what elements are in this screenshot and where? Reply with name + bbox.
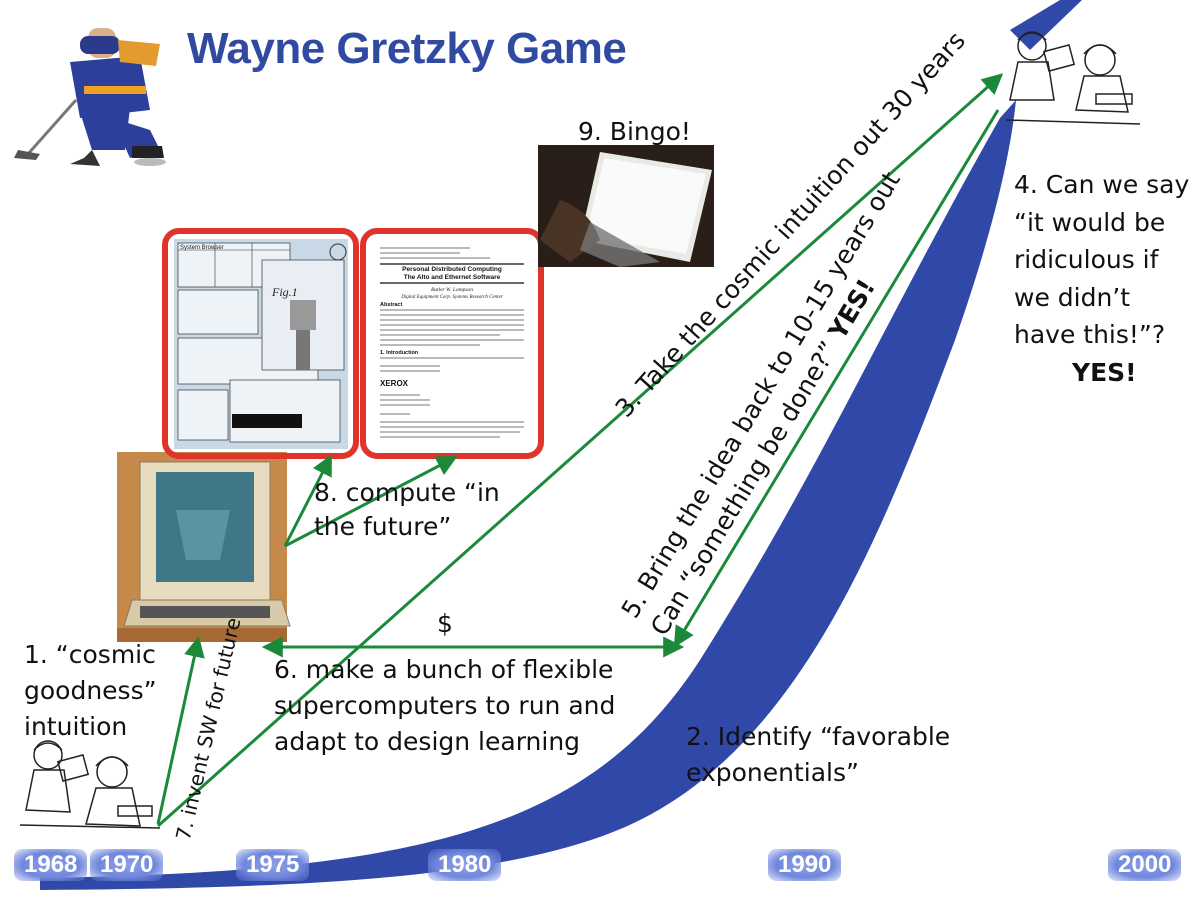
paper-intro-heading: 1. Introduction [380,350,419,356]
smalltalk-browser-label: System Browser [180,245,224,251]
step6-money: $ [437,609,453,638]
kids-sketch-top [1005,31,1141,125]
paper-title-1: Personal Distributed Computing [402,266,502,273]
arrow-step5 [673,109,1000,648]
smalltalk-screenshot: System Browser Fig.1 [162,228,359,459]
year-1970: 1970 [90,849,164,881]
year-1990: 1990 [768,849,842,881]
paper-screenshot: Personal Distributed Computing The Alto … [360,228,544,459]
alto-computer-photo [117,452,291,642]
step1-label: 1. “cosmic goodness” intuition [24,640,157,741]
exponential-curve [40,100,1016,890]
arrow-step8-left [283,454,332,547]
arrow-step3 [157,73,1004,828]
paper-author: Butler W. Lampson [431,287,473,293]
step8-label: 8. compute “in the future” [314,478,500,541]
step6-label: 6. make a bunch of flexible supercompute… [274,655,616,756]
year-2000: 2000 [1108,849,1182,881]
year-1980: 1980 [428,849,502,881]
paper-affiliation: Digital Equipment Corp. Systems Research… [400,295,503,300]
step4-answer: YES! [1072,357,1137,387]
hockey-player-image [14,28,166,166]
smalltalk-fig-label: Fig.1 [271,285,298,299]
year-1975: 1975 [236,849,310,881]
arrow-step7 [156,635,205,825]
tablet-photo [538,145,714,267]
step2-label: 2. Identify “favorable exponentials” [686,722,951,787]
year-1968: 1968 [14,849,88,881]
arrow-step8-right [284,456,458,548]
step9-label: 9. Bingo! [578,117,691,146]
page-title: Wayne Gretzky Game [187,24,627,73]
curve-tip [1010,0,1082,50]
paper-title-2: The Alto and Ethernet Software [404,274,501,281]
step4-label: 4. Can we say “it would be ridiculous if… [1014,166,1189,391]
paper-xerox-logo: XEROX [380,379,409,388]
paper-abstract-heading: Abstract [380,302,402,308]
kids-sketch-bottom [19,740,161,829]
